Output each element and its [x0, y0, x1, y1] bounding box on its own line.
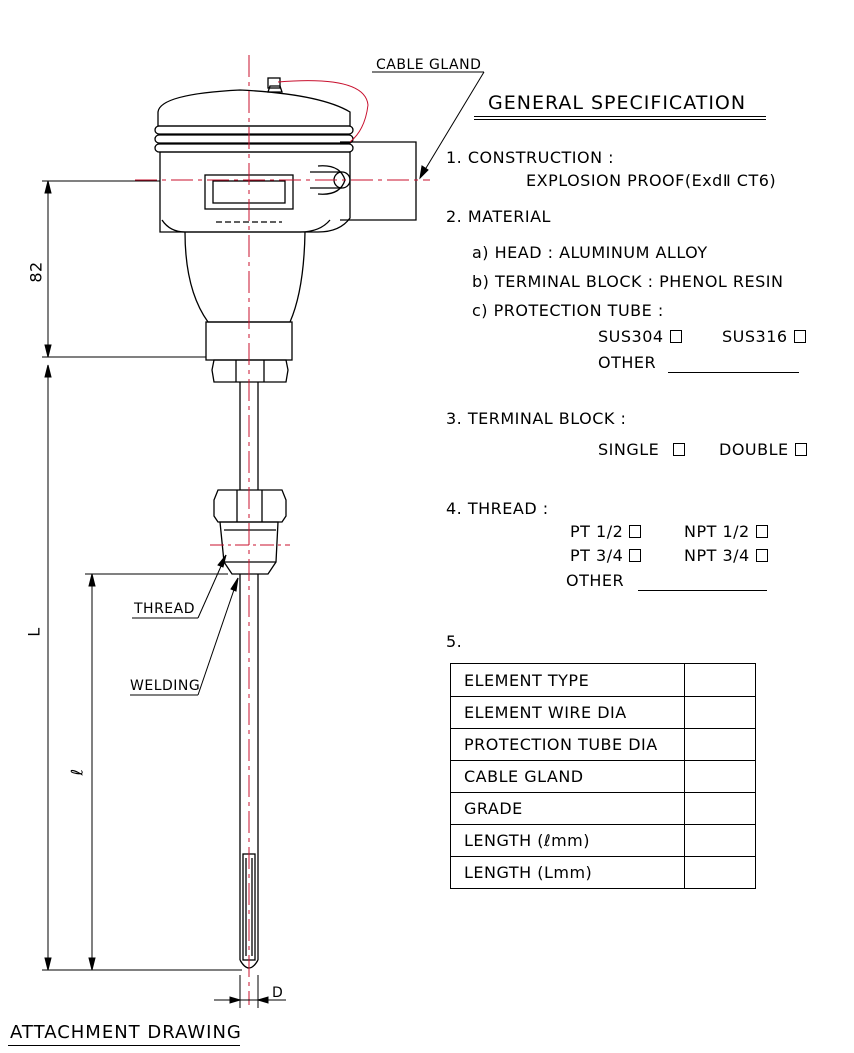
- spec-material-protection-tube: c) PROTECTION TUBE :: [472, 301, 664, 320]
- pt-half-checkbox[interactable]: [629, 525, 642, 538]
- material-other-blank[interactable]: [668, 372, 799, 373]
- head-ring: [154, 125, 354, 135]
- cable-gland-callout: CABLE GLAND: [376, 57, 482, 73]
- table-cell-label: ELEMENT WIRE DIA: [450, 696, 685, 729]
- option-single: SINGLE: [598, 442, 686, 458]
- table-cell-value[interactable]: [684, 696, 756, 729]
- table-row: ELEMENT TYPE: [450, 663, 756, 697]
- dimension-diameter: D: [272, 985, 284, 1001]
- table-row: ELEMENT WIRE DIA: [450, 696, 756, 729]
- table-cell-label: LENGTH (ℓmm): [450, 824, 685, 857]
- option-pt-half: PT 1/2: [570, 524, 642, 540]
- option-sus316: SUS316: [722, 329, 806, 345]
- compression-nut: [213, 489, 287, 523]
- option-pt-three-quarter: PT 3/4: [570, 548, 642, 564]
- welding-callout: WELDING: [130, 678, 201, 694]
- table-cell-value[interactable]: [684, 728, 756, 761]
- sensor-tip: [242, 853, 256, 961]
- head-ring: [154, 143, 354, 153]
- spec-title-underline: [474, 116, 766, 117]
- cable-entry-boss: [340, 141, 417, 221]
- table-cell-value[interactable]: [684, 792, 756, 825]
- spec-table-heading: 5.: [446, 632, 463, 651]
- option-material-other: OTHER: [598, 353, 657, 372]
- option-npt-half: NPT 1/2: [684, 524, 768, 540]
- npt-half-checkbox[interactable]: [755, 525, 768, 538]
- head-dome: [157, 89, 351, 127]
- dimension-head-height: 82: [26, 261, 46, 283]
- table-cell-value[interactable]: [684, 824, 756, 857]
- cable: [277, 80, 369, 143]
- head-ring: [154, 134, 354, 144]
- spec-title: GENERAL SPECIFICATION: [488, 92, 747, 114]
- table-row: PROTECTION TUBE DIA: [450, 728, 756, 761]
- option-thread-other: OTHER: [566, 571, 625, 590]
- head-neck: [184, 231, 306, 323]
- hex-nut: [211, 359, 289, 383]
- thread-other-blank[interactable]: [638, 590, 767, 591]
- sus304-checkbox[interactable]: [669, 330, 682, 343]
- table-row: LENGTH (Lmm): [450, 856, 756, 889]
- dimension-total-length: L: [24, 627, 44, 637]
- table-row: GRADE: [450, 792, 756, 825]
- table-row: LENGTH (ℓmm): [450, 824, 756, 857]
- spec-thread-heading: 4. THREAD :: [446, 499, 549, 518]
- table-cell-label: ELEMENT TYPE: [450, 663, 685, 697]
- table-cell-value[interactable]: [684, 663, 756, 697]
- dimension-insertion-length: ℓ: [67, 768, 87, 776]
- table-cell-label: LENGTH (Lmm): [450, 856, 685, 889]
- spec-material-head: a) HEAD : ALUMINUM ALLOY: [472, 243, 708, 262]
- spec-material-terminal-block: b) TERMINAL BLOCK : PHENOL RESIN: [472, 272, 784, 291]
- table-row: CABLE GLAND: [450, 760, 756, 793]
- head-bottom: [161, 219, 331, 233]
- spec-title-underline-2: [474, 119, 766, 120]
- table-cell-value[interactable]: [684, 856, 756, 889]
- thread-callout: THREAD: [134, 601, 196, 617]
- option-npt-three-quarter: NPT 3/4: [684, 548, 768, 564]
- option-double: DOUBLE: [719, 442, 807, 458]
- title-underline: [8, 1045, 240, 1046]
- table-cell-label: PROTECTION TUBE DIA: [450, 728, 685, 761]
- table-cell-label: GRADE: [450, 792, 685, 825]
- sus316-checkbox[interactable]: [793, 330, 806, 343]
- pt-three-quarter-checkbox[interactable]: [629, 549, 642, 562]
- attachment-drawing-title: ATTACHMENT DRAWING: [10, 1022, 242, 1043]
- double-checkbox[interactable]: [794, 443, 807, 456]
- npt-three-quarter-checkbox[interactable]: [755, 549, 768, 562]
- spec-construction-heading: 1. CONSTRUCTION :: [446, 148, 615, 167]
- spec-construction-value: EXPLOSION PROOF(ExdⅡ CT6): [526, 171, 777, 190]
- table-cell-value[interactable]: [684, 760, 756, 793]
- option-sus304: SUS304: [598, 329, 682, 345]
- single-checkbox[interactable]: [673, 443, 686, 456]
- table-cell-label: CABLE GLAND: [450, 760, 685, 793]
- head-body: [159, 151, 351, 233]
- spec-terminal-block-heading: 3. TERMINAL BLOCK :: [446, 409, 627, 428]
- spec-material-heading: 2. MATERIAL: [446, 207, 551, 226]
